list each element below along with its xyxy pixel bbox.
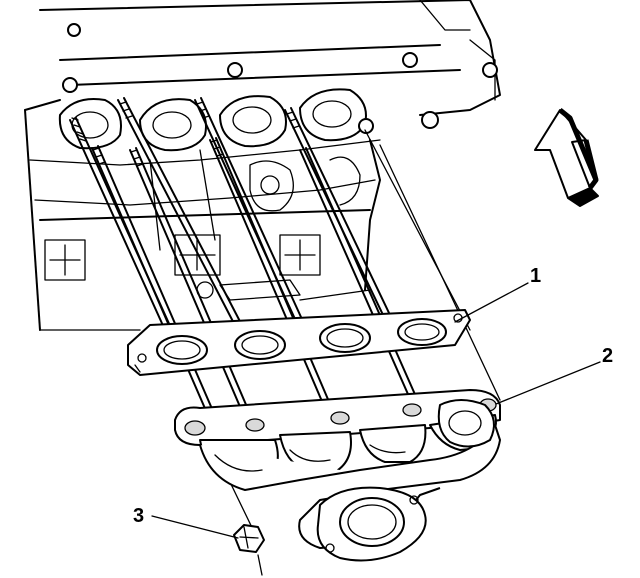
- stud-9: [364, 129, 501, 401]
- head-exhaust-ports: [58, 88, 439, 152]
- callout-2: 2: [495, 345, 613, 405]
- stud-1: [69, 117, 172, 331]
- stud-7: [284, 107, 402, 341]
- exhaust-manifold-gasket: [127, 309, 471, 376]
- stud-6: [209, 137, 337, 421]
- gasket-ports: [156, 318, 447, 365]
- callout-label-3: 3: [133, 505, 144, 527]
- stud-3: [117, 97, 247, 336]
- callout-3: 3: [133, 505, 239, 539]
- callout-label-2: 2: [602, 345, 613, 367]
- stud-2: [91, 145, 217, 421]
- exhaust-manifold-nut: [233, 524, 265, 553]
- callout-label-1: 1: [530, 265, 541, 287]
- manifold-studs: [69, 97, 501, 576]
- front-direction-arrow-icon: [534, 108, 599, 207]
- block-bosses: [44, 234, 321, 301]
- callout-1: 1: [454, 265, 541, 323]
- manifold-outlet-flange: [316, 486, 427, 562]
- manifold-bolt-holes: [184, 398, 497, 436]
- head-bolts-top: [62, 23, 498, 93]
- stud-8: [299, 147, 422, 411]
- exhaust-manifold: [174, 389, 501, 562]
- stud-4: [129, 147, 257, 431]
